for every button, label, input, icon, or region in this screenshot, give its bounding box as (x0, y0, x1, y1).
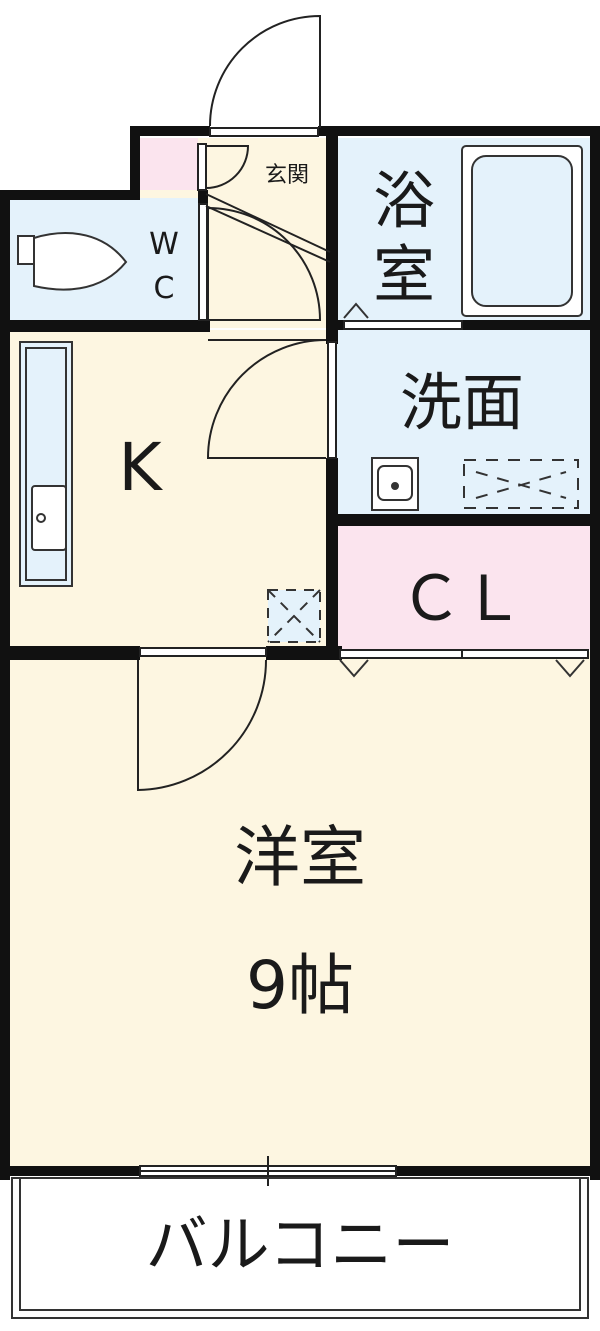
balcony-floor (12, 1178, 588, 1318)
wc-label-w: W (149, 227, 179, 262)
wall-wc-right-top (198, 190, 208, 206)
entrance-door-frame (209, 127, 319, 137)
wall-wc-bottom (0, 320, 210, 332)
wc-door (207, 206, 322, 321)
bathtub-icon (461, 145, 583, 317)
kitchen-counter (19, 341, 73, 587)
balcony-label: バルコニー (146, 1208, 455, 1281)
wall-bottom-left (0, 1166, 140, 1176)
labels: 玄関 W C 浴 室 洗面 K ＣＬ 洋室 9帖 バルコニー (118, 163, 524, 1281)
entrance-diagonal-2 (205, 205, 331, 263)
room-door-frame (139, 647, 267, 657)
door-swings (137, 14, 331, 792)
wash-door-frame (327, 341, 337, 459)
closet-door-mark-left (339, 659, 369, 678)
entrance-diagonal-1 (205, 193, 331, 253)
western-room-size: 9帖 (246, 947, 354, 1024)
bath-label-top: 浴 (373, 164, 435, 237)
wall-right (590, 126, 600, 1180)
bath-door-frame (343, 320, 463, 330)
closet-floor (336, 522, 592, 650)
washroom-label: 洗面 (400, 366, 524, 439)
balcony-rail-inner (19, 1177, 581, 1311)
wc-door-frame (198, 203, 208, 321)
closet-door-frame (339, 649, 589, 659)
balcony (11, 1177, 589, 1319)
wall-top-right (318, 126, 600, 136)
fixtures (17, 145, 585, 678)
western-room-label: 洋室 (234, 819, 366, 896)
wall-kitchen-bottom-left (0, 646, 140, 660)
western-room-floor (8, 652, 592, 1170)
wall-bath-left (326, 126, 338, 344)
wall-entrance-left (130, 126, 140, 194)
wall-kitchen-bottom-right (266, 646, 342, 660)
wall-wc-top (0, 190, 140, 200)
wall-bottom-right (396, 1166, 600, 1176)
wall-wash-left (326, 458, 338, 658)
fridge-space (267, 589, 321, 643)
shoe-cabinet-door (205, 145, 250, 189)
wall-bath-bottom (462, 320, 600, 330)
wash-basin-icon (371, 457, 419, 511)
wall-bath-bottom-stub (336, 320, 344, 330)
closet-door-mark-right (555, 659, 585, 678)
entrance-door (209, 14, 321, 128)
wall-wash-bottom (330, 514, 600, 526)
entrance-step-frame (197, 143, 207, 191)
entrance-label: 玄関 (265, 163, 309, 188)
bath-label-bottom: 室 (373, 238, 435, 311)
closet-label: ＣＬ (400, 562, 524, 635)
wall-left (0, 190, 10, 1180)
wc-label-c: C (154, 271, 175, 306)
entrance-tile (140, 138, 198, 190)
walls (0, 126, 600, 1180)
wash-door (206, 339, 327, 459)
kitchen-label: K (118, 429, 163, 506)
room-door (137, 659, 267, 792)
bath-step-mark (343, 302, 369, 319)
toilet-icon (17, 232, 128, 291)
wall-top-left (130, 126, 210, 136)
washing-machine-space (463, 459, 579, 509)
